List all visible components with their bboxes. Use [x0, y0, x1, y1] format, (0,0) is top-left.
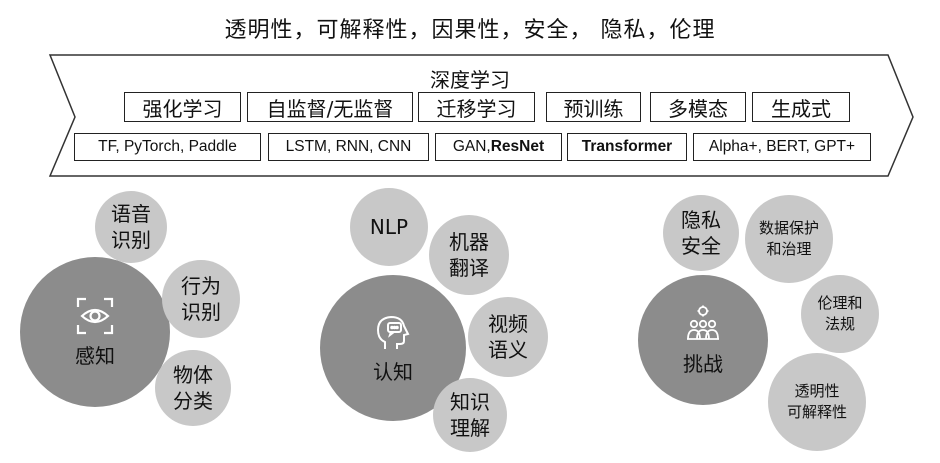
tech-gan-text: GAN,: [452, 138, 491, 155]
category-reinforcement-learning: 强化学习: [124, 92, 241, 122]
tech-gan-resnet: GAN, ResNet: [435, 133, 562, 161]
ethics-regulation-line1: 伦理和: [817, 294, 863, 312]
object-classification-circle: 物体 分类: [155, 350, 231, 426]
challenge-label: 挑战: [683, 352, 723, 376]
ethics-regulation-circle: 伦理和 法规: [801, 275, 879, 353]
privacy-security-line1: 隐私: [681, 208, 721, 232]
object-classification-line1: 物体: [173, 363, 213, 387]
knowledge-understanding-line1: 知识: [450, 390, 490, 414]
transparency-explainability-circle: 透明性 可解释性: [768, 353, 866, 451]
video-semantics-circle: 视频 语义: [468, 297, 548, 377]
category-generative: 生成式: [752, 92, 850, 122]
transparency-explainability-line1: 透明性: [794, 382, 840, 400]
action-recognition-line1: 行为: [181, 274, 221, 298]
tech-models-text: Alpha+, BERT, GPT+: [708, 138, 856, 155]
machine-translation-line1: 机器: [449, 230, 489, 254]
challenge-circle: 挑战: [638, 275, 768, 405]
privacy-security-circle: 隐私 安全: [663, 195, 739, 271]
team-gear-icon: [687, 305, 719, 340]
ethics-regulation-line2: 法规: [824, 315, 855, 333]
cognition-label: 认知: [373, 360, 413, 384]
tech-networks-text: LSTM, RNN, CNN: [285, 138, 412, 155]
knowledge-understanding-circle: 知识 理解: [433, 378, 507, 452]
action-recognition-line2: 识别: [181, 300, 221, 324]
tech-resnet-text: ResNet: [490, 138, 545, 155]
knowledge-understanding-line2: 理解: [450, 416, 490, 440]
tech-pretrained-models: Alpha+, BERT, GPT+: [693, 133, 871, 161]
video-semantics-line2: 语义: [488, 338, 528, 362]
tech-networks: LSTM, RNN, CNN: [268, 133, 429, 161]
object-classification-line2: 分类: [173, 389, 213, 413]
tech-frameworks: TF, PyTorch, Paddle: [74, 133, 261, 161]
speech-recognition-circle: 语音 识别: [95, 191, 167, 263]
data-protection-line2: 和治理: [766, 240, 812, 258]
tech-transformer-text: Transformer: [581, 138, 673, 155]
machine-translation-circle: 机器 翻译: [429, 215, 509, 295]
top-title: 透明性，可解释性，因果性，安全， 隐私，伦理: [224, 18, 716, 43]
eye-scan-icon: [76, 297, 114, 335]
tech-transformer: Transformer: [567, 133, 687, 161]
head-chat-icon: [376, 315, 410, 349]
machine-translation-line2: 翻译: [449, 256, 489, 280]
speech-recognition-line2: 识别: [111, 228, 151, 252]
perception-label: 感知: [75, 344, 115, 368]
privacy-security-line2: 安全: [681, 234, 721, 258]
video-semantics-line1: 视频: [488, 312, 528, 336]
speech-recognition-line1: 语音: [111, 202, 151, 226]
perception-circle: 感知: [20, 257, 170, 407]
category-multimodal: 多模态: [650, 92, 746, 122]
transparency-explainability-line2: 可解释性: [786, 403, 847, 421]
category-self-supervised: 自监督/无监督: [247, 92, 413, 122]
category-transfer-learning: 迁移学习: [418, 92, 535, 122]
action-recognition-circle: 行为 识别: [162, 260, 240, 338]
category-pretraining: 预训练: [546, 92, 641, 122]
tech-frameworks-text: TF, PyTorch, Paddle: [98, 138, 237, 155]
nlp-line1: NLP: [369, 215, 409, 239]
data-protection-circle: 数据保护 和治理: [745, 195, 833, 283]
data-protection-line1: 数据保护: [758, 219, 819, 237]
deep-learning-label: 深度学习: [430, 68, 510, 92]
nlp-circle: NLP: [350, 188, 428, 266]
